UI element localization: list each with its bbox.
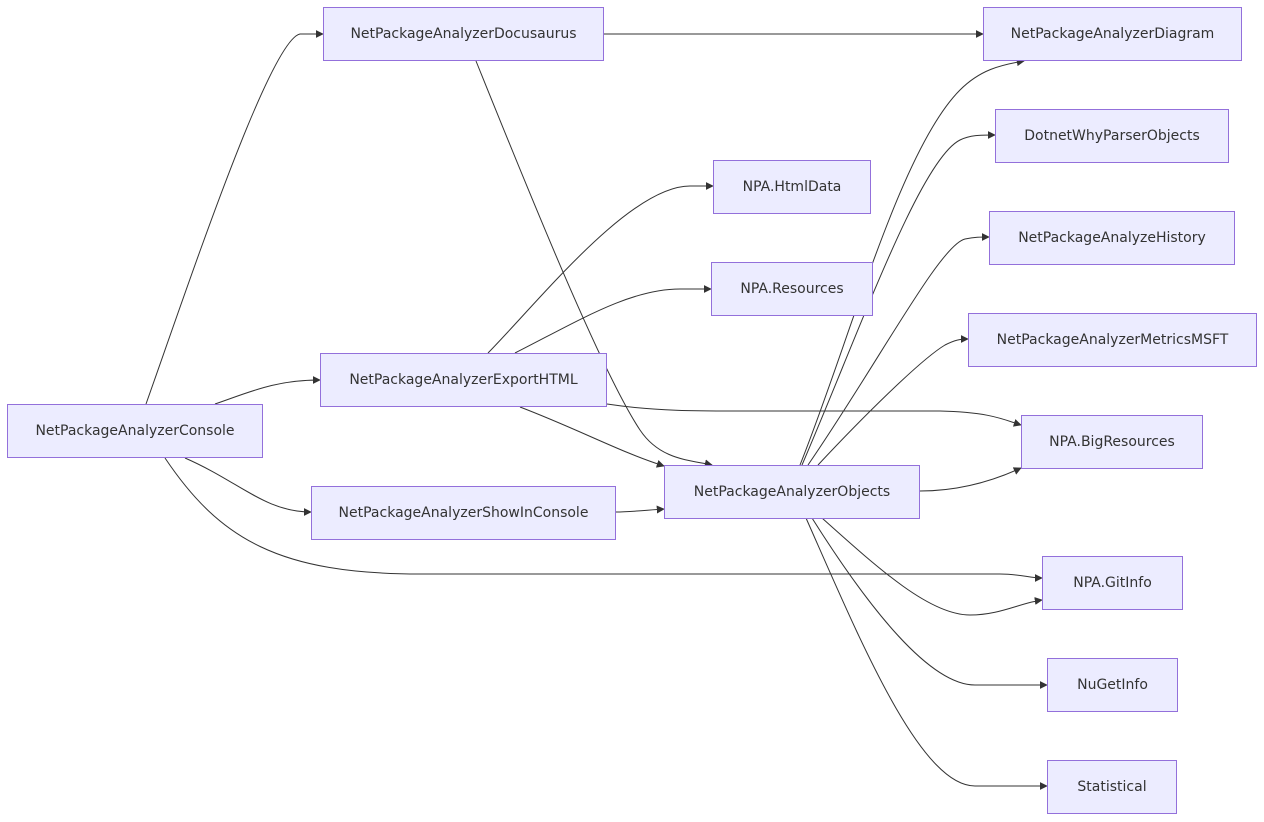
edge-exporthtml-to-resources: [514, 285, 712, 354]
edge-docusaurus-to-objects: [475, 60, 713, 468]
edge-showinconsole-to-objects: [615, 505, 665, 514]
edge-console-to-showinconsole: [184, 457, 312, 516]
node-metricsmsft[interactable]: NetPackageAnalyzerMetricsMSFT: [968, 313, 1257, 367]
node-showinconsole[interactable]: NetPackageAnalyzerShowInConsole: [311, 486, 616, 540]
edge-objects-to-bigresources: [919, 467, 1022, 492]
edge-console-to-exporthtml: [214, 376, 321, 405]
node-objects[interactable]: NetPackageAnalyzerObjects: [664, 465, 920, 519]
node-htmldata[interactable]: NPA.HtmlData: [713, 160, 871, 214]
edge-objects-to-history: [807, 233, 990, 466]
edge-objects-to-statistical: [805, 517, 1048, 790]
edge-exporthtml-to-bigresources: [606, 403, 1022, 427]
node-resources[interactable]: NPA.Resources: [711, 262, 873, 316]
node-gitinfo[interactable]: NPA.GitInfo: [1042, 556, 1183, 610]
edge-objects-to-metricsmsft: [817, 335, 969, 466]
node-console[interactable]: NetPackageAnalyzerConsole: [7, 404, 263, 458]
edge-objects-to-nugetinfo: [811, 517, 1048, 689]
edge-console-to-docusaurus: [145, 30, 324, 405]
edge-objects-to-diagram: [799, 58, 1025, 466]
edge-objects-to-dotnetwhy: [801, 131, 996, 466]
node-diagram[interactable]: NetPackageAnalyzerDiagram: [983, 7, 1242, 61]
node-dotnetwhy[interactable]: DotnetWhyParserObjects: [995, 109, 1229, 163]
node-history[interactable]: NetPackageAnalyzeHistory: [989, 211, 1235, 265]
edge-objects-to-gitinfo: [821, 517, 1043, 616]
node-nugetinfo[interactable]: NuGetInfo: [1047, 658, 1178, 712]
node-exporthtml[interactable]: NetPackageAnalyzerExportHTML: [320, 353, 607, 407]
node-bigresources[interactable]: NPA.BigResources: [1021, 415, 1203, 469]
node-statistical[interactable]: Statistical: [1047, 760, 1177, 814]
node-docusaurus[interactable]: NetPackageAnalyzerDocusaurus: [323, 7, 604, 61]
edge-console-to-gitinfo: [164, 457, 1043, 582]
edge-exporthtml-to-htmldata: [487, 182, 714, 354]
edge-exporthtml-to-objects: [519, 406, 665, 468]
